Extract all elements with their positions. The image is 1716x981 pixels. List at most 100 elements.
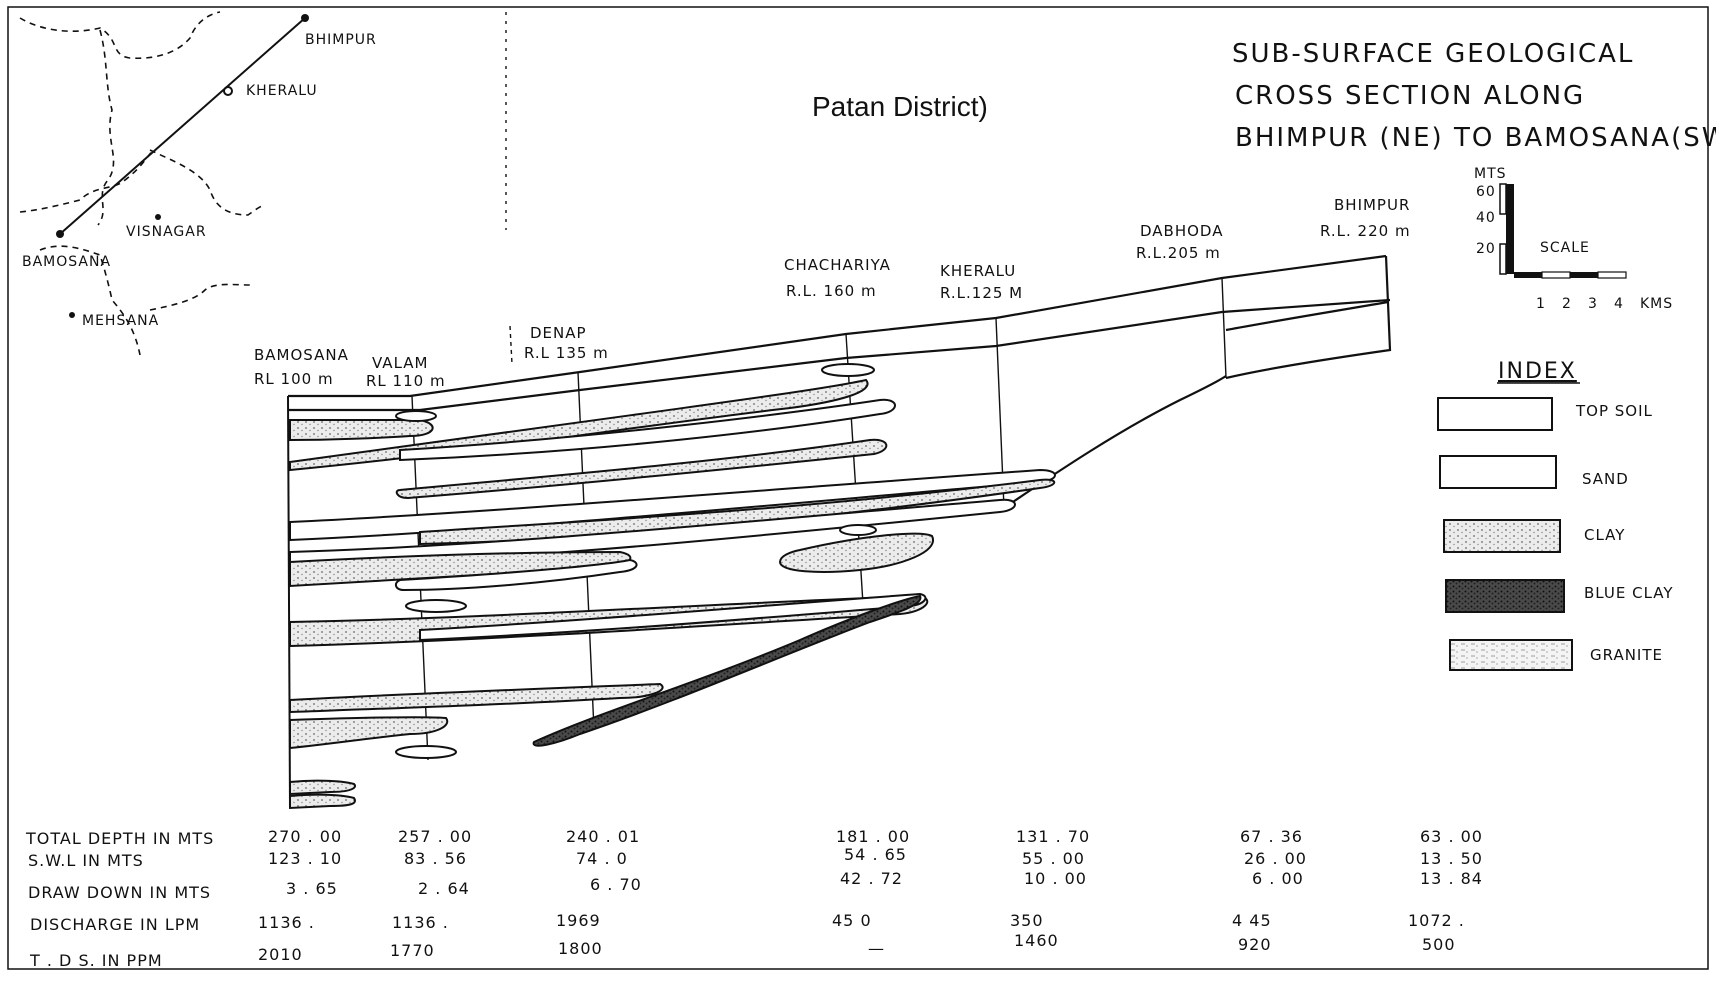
table-cell: 1800 (558, 939, 603, 958)
outer-border (7, 6, 1709, 970)
map-boundary (149, 149, 266, 216)
table-cell: 240 . 01 (566, 827, 640, 846)
figure-title: SUB-SURFACE GEOLOGICAL CROSS SECTION ALO… (1232, 39, 1716, 153)
scale-km-1: 1 (1536, 296, 1546, 312)
well-rl-valam: RL 110 m (366, 372, 446, 390)
top-soil-base-line (288, 298, 1391, 412)
scale-title: SCALE (1540, 240, 1590, 256)
well-name-bamosana: BAMOSANA (254, 346, 349, 364)
table-cell: 45 0 (832, 911, 872, 930)
table-cell: 1770 (390, 941, 435, 960)
title-line-1: SUB-SURFACE GEOLOGICAL (1232, 39, 1634, 69)
well-name-chachariya: CHACHARIYA (784, 256, 891, 274)
table-cell: 920 (1238, 935, 1272, 954)
sand-layer-line (1225, 300, 1389, 332)
table-cell: 270 . 00 (268, 827, 342, 846)
map-label-kheralu: KHERALU (246, 83, 318, 99)
well-labels: BAMOSANA RL 100 m VALAM RL 110 m DENAP R… (254, 196, 1410, 390)
clay-lens (289, 779, 356, 796)
sand-lens (395, 410, 437, 422)
table-cell: 1136 . (392, 913, 449, 932)
well-line-chachariya (845, 333, 865, 621)
map-boundary (97, 29, 115, 226)
denap-marker-line (509, 325, 513, 365)
table-cell: 2010 (258, 945, 303, 964)
row-label-draw-down: DRAW DOWN IN MTS (28, 883, 211, 902)
kheralu-dot-icon (223, 86, 233, 96)
legend: INDEX TOP SOIL SAND CLAY BLUE CLAY GRANI… (1437, 359, 1674, 671)
visnagar-dot-icon (155, 214, 161, 220)
table-cell: 2 . 64 (418, 879, 470, 898)
table-cell: 55 . 00 (1022, 849, 1085, 868)
table-cell: 6 . 70 (590, 875, 642, 894)
sand-lens (395, 745, 457, 759)
well-rl-denap: R.L 135 m (524, 344, 609, 362)
clay-lens (289, 419, 434, 442)
scale-km-4: 4 (1614, 296, 1624, 312)
clay-lens (289, 716, 449, 750)
map-boundary (149, 283, 251, 311)
sand-lens (405, 599, 467, 613)
legend-label-blue-clay: BLUE CLAY (1584, 584, 1674, 602)
section-line (59, 17, 306, 235)
scale-bar: MTS 60 40 20 SCALE 1 2 3 4 KMS (1474, 166, 1672, 312)
scale-km-2: 2 (1562, 296, 1572, 312)
caption-text: Patan District) (812, 91, 988, 122)
horizontal-scale-segment (1597, 271, 1627, 279)
legend-label-sand: SAND (1582, 470, 1629, 488)
title-line-2: CROSS SECTION ALONG (1235, 81, 1585, 111)
vertical-scale-bar (1506, 184, 1514, 274)
table-cell: 131 . 70 (1016, 827, 1090, 846)
table-cell: 4 45 (1232, 911, 1272, 930)
table-cell: 42 . 72 (840, 869, 903, 888)
table-cell: 181 . 00 (836, 827, 910, 846)
table-cell: 63 . 00 (1420, 827, 1483, 846)
well-rl-dabhoda: R.L.205 m (1136, 244, 1221, 262)
legend-label-topsoil: TOP SOIL (1575, 402, 1653, 420)
scale-tick-40: 40 (1476, 210, 1496, 226)
horizontal-scale-segment (1541, 271, 1571, 279)
table-cell: 3 . 65 (286, 879, 338, 898)
table-cell: 1969 (556, 911, 601, 930)
sand-lens (821, 363, 875, 377)
table-cell: 67 . 36 (1240, 827, 1303, 846)
clay-lens (778, 532, 935, 573)
legend-swatch-sand (1439, 455, 1557, 489)
clay-lens (289, 793, 356, 810)
clay-lens (289, 682, 664, 714)
table-cell: 500 (1422, 935, 1456, 954)
well-data-table: TOTAL DEPTH IN MTS S.W.L IN MTS DRAW DOW… (25, 827, 1483, 970)
table-cell: 1136 . (258, 913, 315, 932)
map-label-bhimpur: BHIMPUR (305, 32, 377, 48)
table-cell: 54 . 65 (844, 845, 907, 864)
inset-map: BHIMPUR KHERALU VISNAGAR BAMOSANA MEHSAN… (19, 11, 377, 356)
table-cell: 13 . 84 (1420, 869, 1483, 888)
well-name-kheralu: KHERALU (940, 262, 1016, 280)
vertical-scale-segment (1499, 243, 1507, 275)
blue-clay-lens (532, 594, 922, 747)
row-label-discharge: DISCHARGE IN LPM (30, 915, 200, 934)
table-cell: 13 . 50 (1420, 849, 1483, 868)
legend-label-granite: GRANITE (1590, 646, 1663, 664)
well-rl-bamosana: RL 100 m (254, 370, 334, 388)
sand-lens (394, 558, 638, 592)
legend-label-clay: CLAY (1584, 526, 1625, 544)
legend-swatch-granite (1449, 639, 1573, 671)
legend-swatch-blue-clay (1445, 579, 1565, 613)
table-cell: 257 . 00 (398, 827, 472, 846)
vertical-scale-segment (1499, 183, 1507, 215)
table-cell: 123 . 10 (268, 849, 342, 868)
map-boundary (39, 245, 141, 356)
well-line-dabhoda (1221, 277, 1227, 379)
well-name-bhimpur: BHIMPUR (1334, 196, 1410, 214)
sand-lens (419, 592, 927, 642)
well-rl-kheralu: R.L.125 M (940, 284, 1023, 302)
well-name-denap: DENAP (530, 324, 587, 342)
map-label-visnagar: VISNAGAR (126, 224, 207, 240)
table-cell: 26 . 00 (1244, 849, 1307, 868)
table-cell: 1460 (1014, 931, 1059, 950)
legend-swatch-topsoil (1437, 397, 1553, 431)
clay-lens (395, 438, 888, 500)
